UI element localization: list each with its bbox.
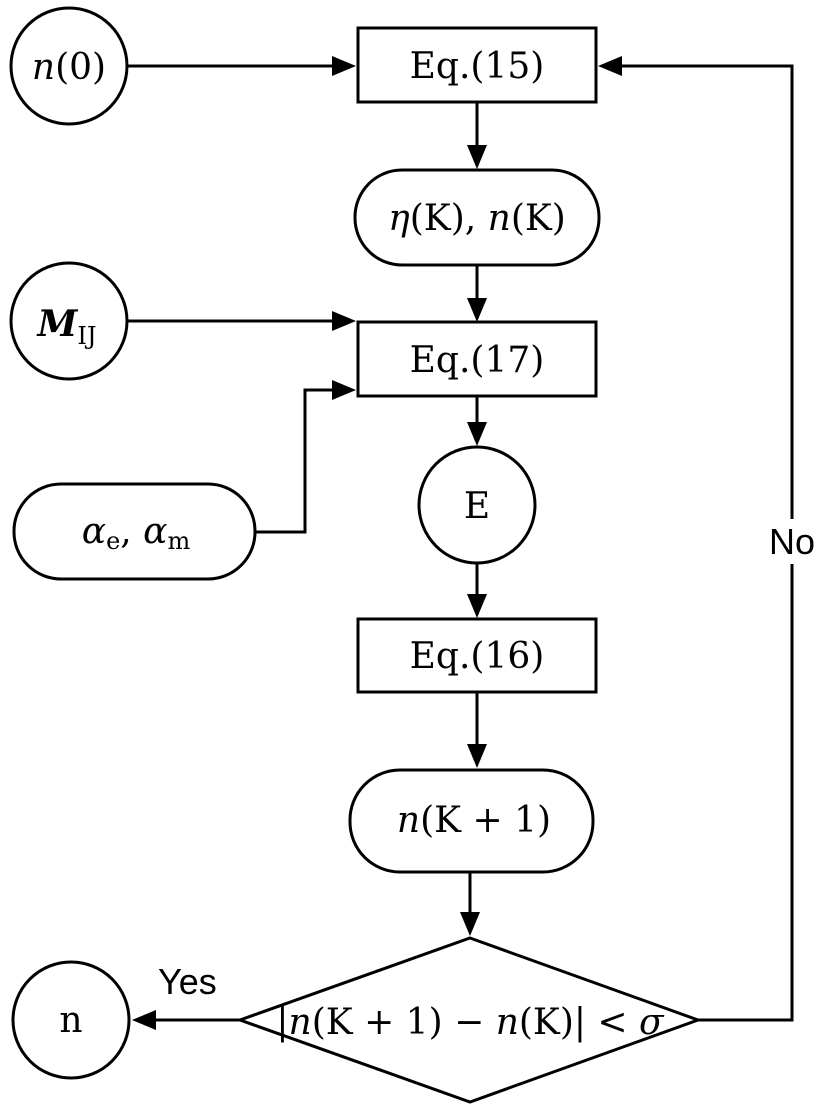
yes-label: Yes <box>158 961 217 1002</box>
alpha-m-subscript: m <box>167 527 190 555</box>
svg-text:|n(K + 1) − n(K)| < σ: |n(K + 1) − n(K)| < σ <box>276 1002 665 1043</box>
nk-arg: (K) <box>511 198 566 239</box>
arrowhead-eq17-left-lower <box>332 380 356 400</box>
node-eta-n-k: η(K), n(K) <box>353 168 601 267</box>
arrowhead-condition-top <box>460 912 480 936</box>
nk1-var: n <box>397 800 420 841</box>
arrowhead-etanK-top <box>467 145 487 169</box>
arrowhead-eq15-left <box>332 56 356 76</box>
arrowhead-nk1-top <box>467 744 487 768</box>
eta-symbol: η <box>388 198 410 239</box>
nk1-expr: (K + 1) <box>420 800 551 841</box>
condition-n1: n <box>289 1002 312 1043</box>
no-label-backing <box>764 519 820 564</box>
node-eq15: Eq.(15) <box>356 26 598 104</box>
svg-text:αe, αm: αe, αm <box>82 511 191 555</box>
svg-text:MIJ: MIJ <box>36 303 97 350</box>
node-condition: |n(K + 1) − n(K)| < σ <box>235 936 703 1104</box>
e-label: E <box>464 486 490 527</box>
alpha-m-symbol: α <box>143 511 167 552</box>
condition-bar: | <box>276 1002 288 1043</box>
node-eq16: Eq.(16) <box>356 617 598 694</box>
eq15-label: Eq.(15) <box>410 46 545 87</box>
arrowhead-eq16-top <box>467 594 487 618</box>
node-eq17: Eq.(17) <box>356 320 598 398</box>
n0-arg: (0) <box>55 47 106 88</box>
condition-expr1: (K + 1) − <box>312 1002 496 1043</box>
alpha-comma: , <box>120 511 131 552</box>
alpha-e-symbol: α <box>82 511 106 552</box>
arrowhead-n-right <box>132 1010 156 1030</box>
svg-text:n(0): n(0) <box>32 47 106 88</box>
node-e: E <box>417 445 537 565</box>
eta-arg: (K), <box>410 198 476 239</box>
edge-alpha-to-eq17 <box>255 388 334 534</box>
node-n0: n(0) <box>9 6 129 126</box>
condition-expr2: (K)| < <box>519 1002 639 1043</box>
m-subscript: IJ <box>77 322 96 350</box>
arrowhead-eq15-right <box>598 56 622 76</box>
arrowhead-e-top <box>467 422 487 446</box>
no-label: No <box>769 521 815 562</box>
n-output-label: n <box>59 1000 82 1041</box>
node-m-ij: MIJ <box>9 261 129 381</box>
eq16-label: Eq.(16) <box>410 636 545 677</box>
svg-text:η(K), n(K): η(K), n(K) <box>388 198 566 239</box>
arrowhead-eq17-left-upper <box>332 311 356 331</box>
node-alpha: αe, αm <box>12 482 257 581</box>
node-n-k-plus-1: n(K + 1) <box>348 768 595 874</box>
svg-text:n(K + 1): n(K + 1) <box>397 800 551 841</box>
node-n-output: n <box>11 960 131 1080</box>
m-symbol: M <box>36 303 79 345</box>
nk-var: n <box>488 198 511 239</box>
arrowhead-eq17-top <box>467 298 487 322</box>
alpha-e-subscript: e <box>106 527 120 555</box>
eq17-label: Eq.(17) <box>410 340 545 381</box>
condition-n2: n <box>496 1002 519 1043</box>
n0-var: n <box>32 47 55 88</box>
condition-sigma: σ <box>639 1002 665 1043</box>
